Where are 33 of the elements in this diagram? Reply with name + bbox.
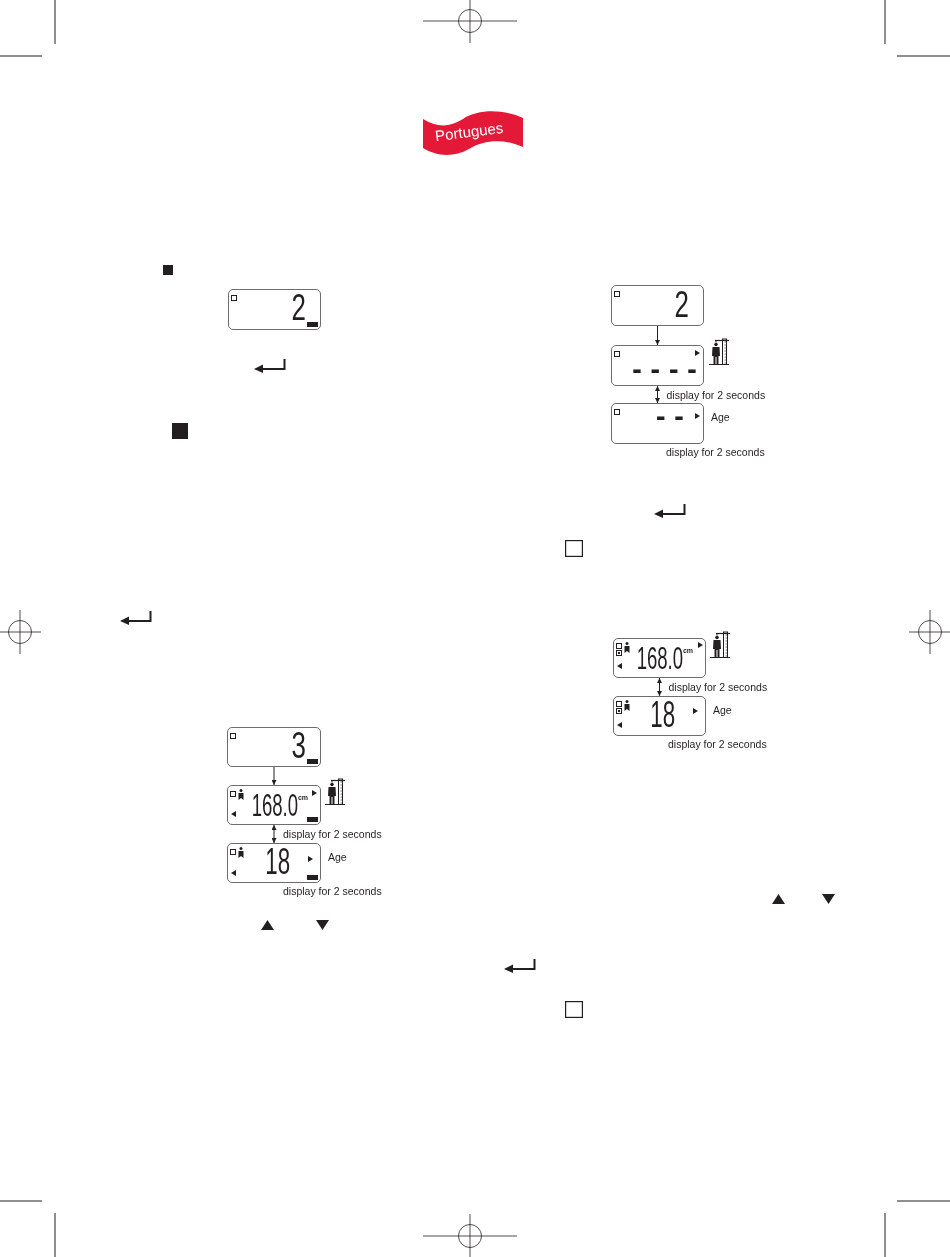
lcd-display xyxy=(613,638,706,678)
lcd-display xyxy=(228,289,321,330)
lcd-digits: 2 xyxy=(674,287,689,323)
caption-text: display for 2 seconds xyxy=(668,738,767,750)
double-arrow xyxy=(655,385,660,404)
lcd-display xyxy=(611,345,704,386)
side-label: Age xyxy=(713,704,732,716)
caption-text: display for 2 seconds xyxy=(666,446,765,458)
arrow xyxy=(655,325,660,346)
edge-label: display for 2 seconds xyxy=(283,828,382,840)
lcd-display xyxy=(611,403,704,444)
lcd-digits: 168.0 xyxy=(251,789,298,821)
edge-label: display for 2 seconds xyxy=(668,681,768,693)
edge-label: display for 2 seconds xyxy=(666,388,766,401)
arrow xyxy=(271,766,277,786)
lcd-digits: - - xyxy=(655,404,684,430)
caption-text: display for 2 seconds xyxy=(283,885,382,897)
lcd-display xyxy=(227,785,321,825)
double-arrow xyxy=(271,824,277,844)
flag-label: Portugues xyxy=(434,119,505,145)
lcd-digits: - - - - xyxy=(632,357,697,383)
lcd-digits: 18 xyxy=(650,697,675,733)
lcd-digits: 18 xyxy=(265,844,290,880)
lcd-display xyxy=(611,285,704,326)
lcd-digits: 3 xyxy=(291,728,306,764)
lcd-display xyxy=(227,727,321,767)
double-arrow xyxy=(657,677,662,697)
lcd-digits: 2 xyxy=(291,290,306,326)
lcd-display xyxy=(227,843,321,883)
lcd-display xyxy=(613,696,706,736)
lcd-digits: 168.0 xyxy=(636,642,683,674)
side-label: Age xyxy=(328,851,347,863)
side-label: Age xyxy=(711,411,730,423)
